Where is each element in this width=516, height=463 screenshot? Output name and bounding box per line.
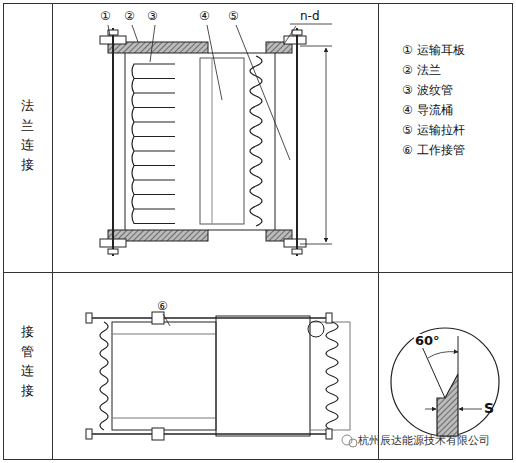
part-list-item: ① 运输耳板 xyxy=(402,44,465,57)
callout-number: ④ xyxy=(199,10,210,23)
callout-number: ③ xyxy=(147,10,158,23)
watermark: 杭州辰达能源技术有限公司 xyxy=(358,435,490,447)
part-list-item: ③ 波纹管 xyxy=(402,84,453,97)
angle-label: 60° xyxy=(414,334,441,348)
dimension-label: n-d xyxy=(300,10,320,23)
callout-number: ⑤ xyxy=(228,10,239,23)
callout-number: ① xyxy=(100,10,111,23)
part-list-item: ② 法兰 xyxy=(402,64,441,77)
part-list-item: ④ 导流桶 xyxy=(402,104,453,117)
dimension-label: S xyxy=(484,401,494,416)
callout-number: ② xyxy=(124,10,135,23)
row-header: 接管连接 xyxy=(21,322,34,400)
callout-number: ⑥ xyxy=(157,300,168,313)
part-list-item: ⑤ 运输拉杆 xyxy=(402,124,465,137)
row-header: 法兰连接 xyxy=(21,96,34,174)
part-list-item: ⑥ 工作接管 xyxy=(402,144,465,157)
